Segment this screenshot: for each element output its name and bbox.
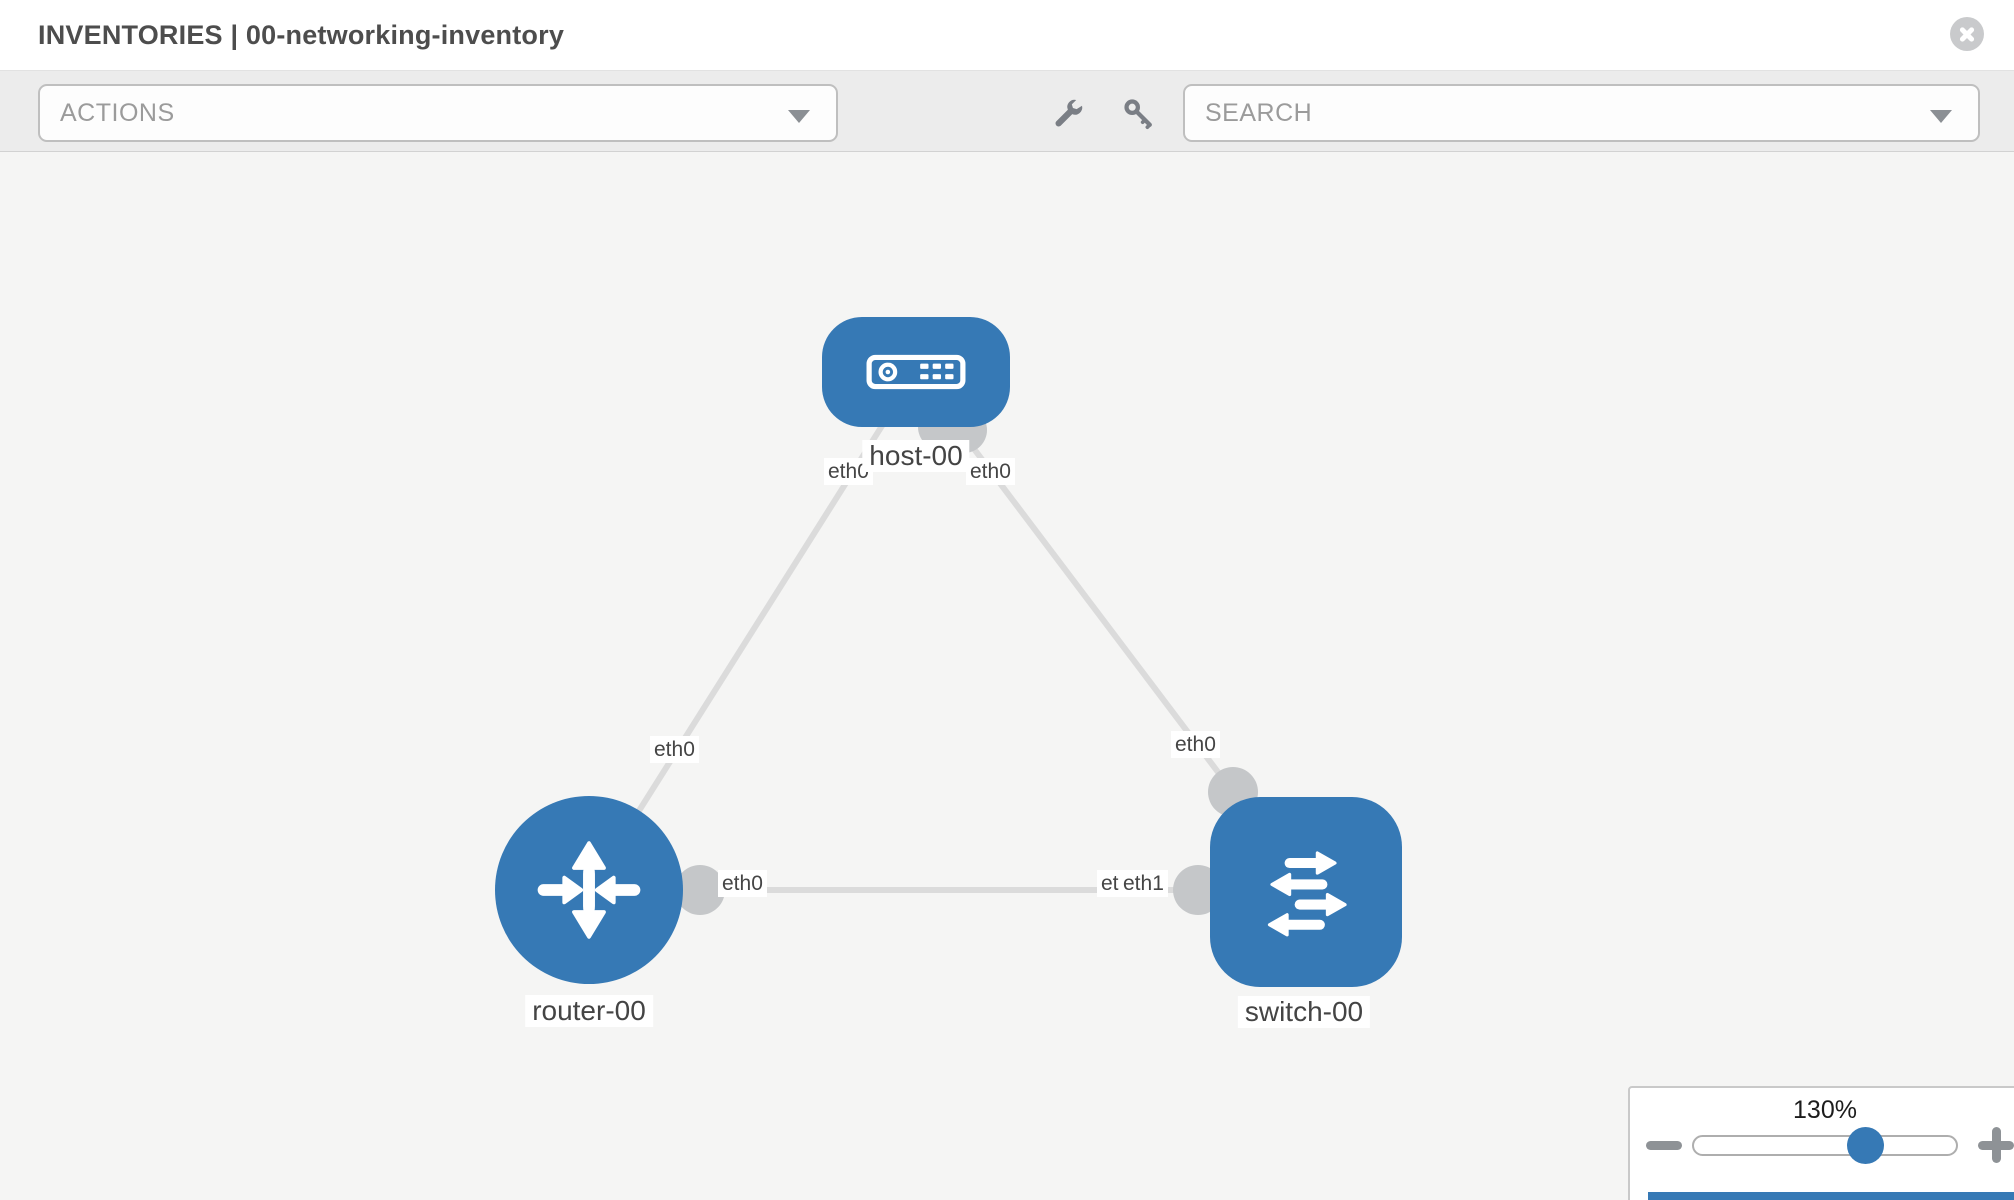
node-label-host-00: host-00 bbox=[862, 440, 970, 472]
zoom-slider-handle[interactable] bbox=[1847, 1127, 1884, 1164]
close-button[interactable] bbox=[1950, 17, 1984, 51]
host-icon bbox=[866, 354, 966, 390]
node-host-00[interactable] bbox=[822, 317, 1010, 427]
node-router-00[interactable] bbox=[495, 796, 683, 984]
interface-label: eth1 bbox=[1119, 870, 1168, 897]
plus-icon bbox=[1991, 1127, 2001, 1163]
node-label-switch-00: switch-00 bbox=[1237, 996, 1371, 1028]
port-connector-router[interactable] bbox=[675, 865, 725, 915]
cutoff-panel-edge bbox=[1648, 1192, 2014, 1200]
wrench-icon bbox=[1055, 99, 1083, 127]
toolbar: ACTIONS SEARCH bbox=[0, 71, 2014, 152]
search-dropdown[interactable]: SEARCH bbox=[1183, 84, 1980, 142]
node-label-router-00: router-00 bbox=[525, 995, 653, 1027]
actions-dropdown[interactable]: ACTIONS bbox=[38, 84, 838, 142]
zoom-out-button[interactable] bbox=[1645, 1126, 1683, 1164]
switch-icon bbox=[1267, 851, 1347, 937]
credentials-button[interactable] bbox=[1122, 97, 1156, 131]
zoom-in-button[interactable] bbox=[1977, 1126, 2014, 1164]
router-icon bbox=[537, 841, 641, 939]
minus-icon bbox=[1646, 1141, 1682, 1150]
node-switch-00[interactable] bbox=[1210, 797, 1402, 987]
interface-label: eth0 bbox=[718, 870, 767, 897]
chevron-down-icon bbox=[1930, 110, 1952, 123]
configure-tools-button[interactable] bbox=[1051, 97, 1085, 131]
interface-label: eth0 bbox=[1171, 731, 1220, 758]
search-placeholder: SEARCH bbox=[1205, 99, 1313, 127]
zoom-percent-value: 130% bbox=[1793, 1096, 1857, 1124]
chevron-down-icon bbox=[788, 110, 810, 123]
page-header: INVENTORIES | 00-networking-inventory bbox=[0, 0, 2014, 71]
interface-label: eth0 bbox=[650, 736, 699, 763]
topology-links bbox=[586, 370, 1306, 893]
topology-canvas[interactable]: eth0 eth0 eth0 eth0 eth0 eth0 eth1 host-… bbox=[0, 152, 2014, 1200]
key-icon bbox=[1124, 99, 1152, 130]
actions-dropdown-label: ACTIONS bbox=[60, 99, 175, 127]
page-title: INVENTORIES | 00-networking-inventory bbox=[38, 20, 565, 50]
zoom-slider-track[interactable] bbox=[1692, 1135, 1958, 1156]
zoom-control-panel: 130% bbox=[1628, 1086, 2014, 1200]
interface-label: eth0 bbox=[966, 458, 1015, 485]
